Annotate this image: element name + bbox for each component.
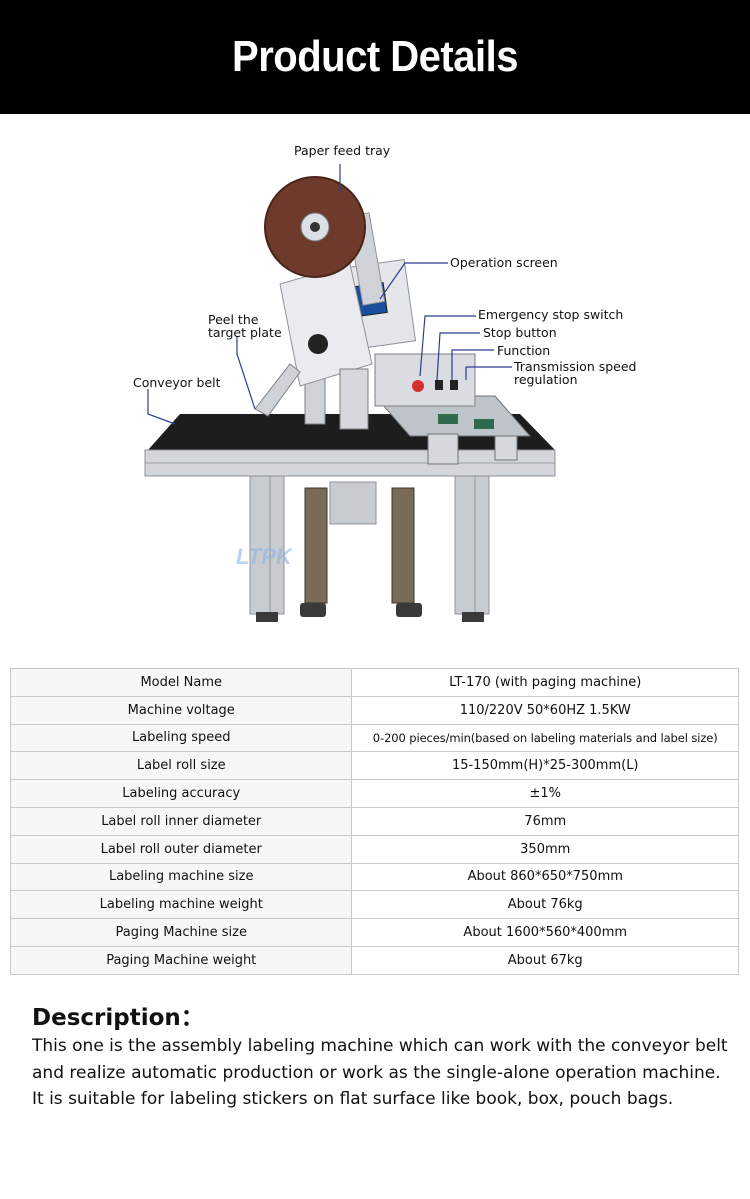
- labeling-head: [254, 212, 417, 430]
- spec-value: About 67kg: [351, 945, 739, 975]
- table-row: Labeling accuracy±1%: [9, 779, 739, 808]
- description-title: Description：: [32, 1005, 204, 1031]
- page-title: Product Details: [232, 32, 518, 81]
- spec-value: 350mm: [351, 834, 739, 864]
- product-figure: Paper feed tray Operation screen Peel th…: [0, 114, 750, 654]
- paging-legs: [304, 487, 415, 604]
- spec-label: Paging Machine weight: [9, 945, 353, 975]
- spec-value: LT-170 (with paging machine): [351, 668, 739, 697]
- spec-value: 15-150mm(H)*25-300mm(L): [351, 751, 739, 781]
- spec-value: About 76kg: [351, 890, 739, 920]
- spec-label: Paging Machine size: [9, 918, 353, 947]
- spec-value: About 860*650*750mm: [351, 862, 739, 892]
- spec-label: Model Name: [9, 668, 353, 697]
- machine-feet: [256, 603, 484, 622]
- callout-emergency-stop-switch: Emergency stop switch: [478, 307, 624, 322]
- spec-label: Machine voltage: [9, 695, 353, 725]
- spec-label: Labeling accuracy: [9, 779, 353, 808]
- peel-target-plate: [254, 363, 301, 417]
- spec-label: Label roll size: [9, 751, 353, 781]
- spec-label: Labeling machine weight: [9, 890, 353, 920]
- spec-value: 110/220V 50*60HZ 1.5KW: [351, 695, 739, 725]
- spec-label: Label roll inner diameter: [9, 806, 353, 836]
- callout-stop-button: Stop button: [483, 325, 557, 340]
- spec-label: Label roll outer diameter: [9, 834, 353, 864]
- callout-function: Function: [497, 343, 551, 358]
- spec-label: Labeling machine size: [9, 862, 353, 892]
- callout-conveyor-belt: Conveyor belt: [133, 375, 221, 390]
- spec-value: 0-200 pieces/min(based on labeling mater…: [351, 723, 739, 753]
- spec-value: 76mm: [351, 806, 739, 836]
- machine-legs: [249, 473, 490, 615]
- spec-value: About 1600*560*400mm: [351, 918, 739, 947]
- spec-label: Labeling speed: [9, 723, 353, 753]
- page-header: Product Details: [0, 0, 750, 114]
- description-body: This one is the assembly labeling machin…: [32, 1036, 728, 1109]
- callout-operation-screen: Operation screen: [450, 255, 558, 270]
- callout-transmission-speed: Transmission speed regulation: [514, 359, 637, 387]
- labeling-machine-illustration: [144, 164, 556, 622]
- emergency-stop-icon: [412, 380, 424, 392]
- label-reel: [264, 176, 366, 278]
- watermark-logo: LTPK: [236, 544, 292, 569]
- callout-leader-lines: [147, 164, 512, 425]
- callout-paper-feed-tray: Paper feed tray: [294, 143, 391, 158]
- control-box: [374, 353, 476, 407]
- callout-peel-target-plate: Peel the target plate: [208, 312, 282, 340]
- spec-value: ±1%: [351, 779, 739, 808]
